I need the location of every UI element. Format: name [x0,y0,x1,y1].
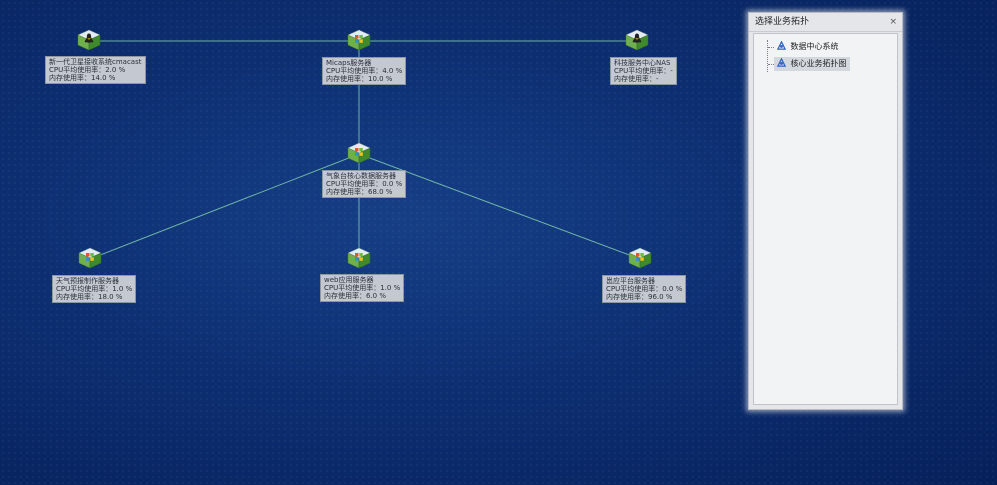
memory-usage: 内存使用率：6.0 % [324,292,387,300]
server-name: Micaps服务器 [326,59,372,67]
cpu-usage: CPU平均使用率：1.0 % [56,285,133,293]
topology-selector-panel: 选择业务拓扑 × 数据中心系统 核心业务拓扑图 [748,12,903,410]
tree-item-label: 核心业务拓扑图 [790,59,847,68]
server-name: 新一代卫星接收系统cmacast [49,58,142,66]
windows-server-icon[interactable] [347,29,371,51]
topology-icon [777,41,786,50]
memory-usage: 内存使用率：68.0 % [326,188,393,196]
server-name: 天气预报制作服务器 [56,277,119,285]
panel-header: 选择业务拓扑 × [749,13,902,32]
cpu-usage: CPU平均使用率：- [614,67,673,75]
linux-server-icon[interactable] [625,29,649,51]
linux-server-icon[interactable] [77,29,101,51]
tree-guide-line [767,40,768,72]
server-name: 科技服务中心NAS [614,59,671,67]
windows-server-icon[interactable] [78,247,102,269]
windows-server-icon[interactable] [628,247,652,269]
cpu-usage: CPU平均使用率：0.0 % [606,285,683,293]
server-name: 邕应平台服务器 [606,277,655,285]
windows-server-icon[interactable] [347,247,371,269]
tree-item-core-topology[interactable]: 核心业务拓扑图 [774,57,850,71]
memory-usage: 内存使用率：96.0 % [606,293,673,301]
memory-usage: 内存使用率：- [614,75,659,83]
panel-title: 选择业务拓扑 [755,17,810,27]
server-name: web应用服务器 [324,276,374,284]
memory-usage: 内存使用率：10.0 % [326,75,393,83]
cpu-usage: CPU平均使用率：0.0 % [326,180,403,188]
topology-link [89,153,360,260]
memory-usage: 内存使用率：14.0 % [49,74,116,82]
close-icon[interactable]: × [889,17,897,27]
topology-icon [777,58,786,67]
cpu-usage: CPU平均使用率：4.0 % [326,67,403,75]
topology-tree: 数据中心系统 核心业务拓扑图 [753,33,898,405]
tree-branch-line [768,64,774,65]
cpu-usage: CPU平均使用率：1.0 % [324,284,401,292]
server-name: 气象台核心数据服务器 [326,172,396,180]
tree-branch-line [768,47,774,48]
memory-usage: 内存使用率：18.0 % [56,293,123,301]
tree-item-data-center[interactable]: 数据中心系统 [774,40,842,54]
windows-server-icon[interactable] [347,142,371,164]
tree-item-label: 数据中心系统 [790,42,839,51]
cpu-usage: CPU平均使用率：2.0 % [49,66,126,74]
